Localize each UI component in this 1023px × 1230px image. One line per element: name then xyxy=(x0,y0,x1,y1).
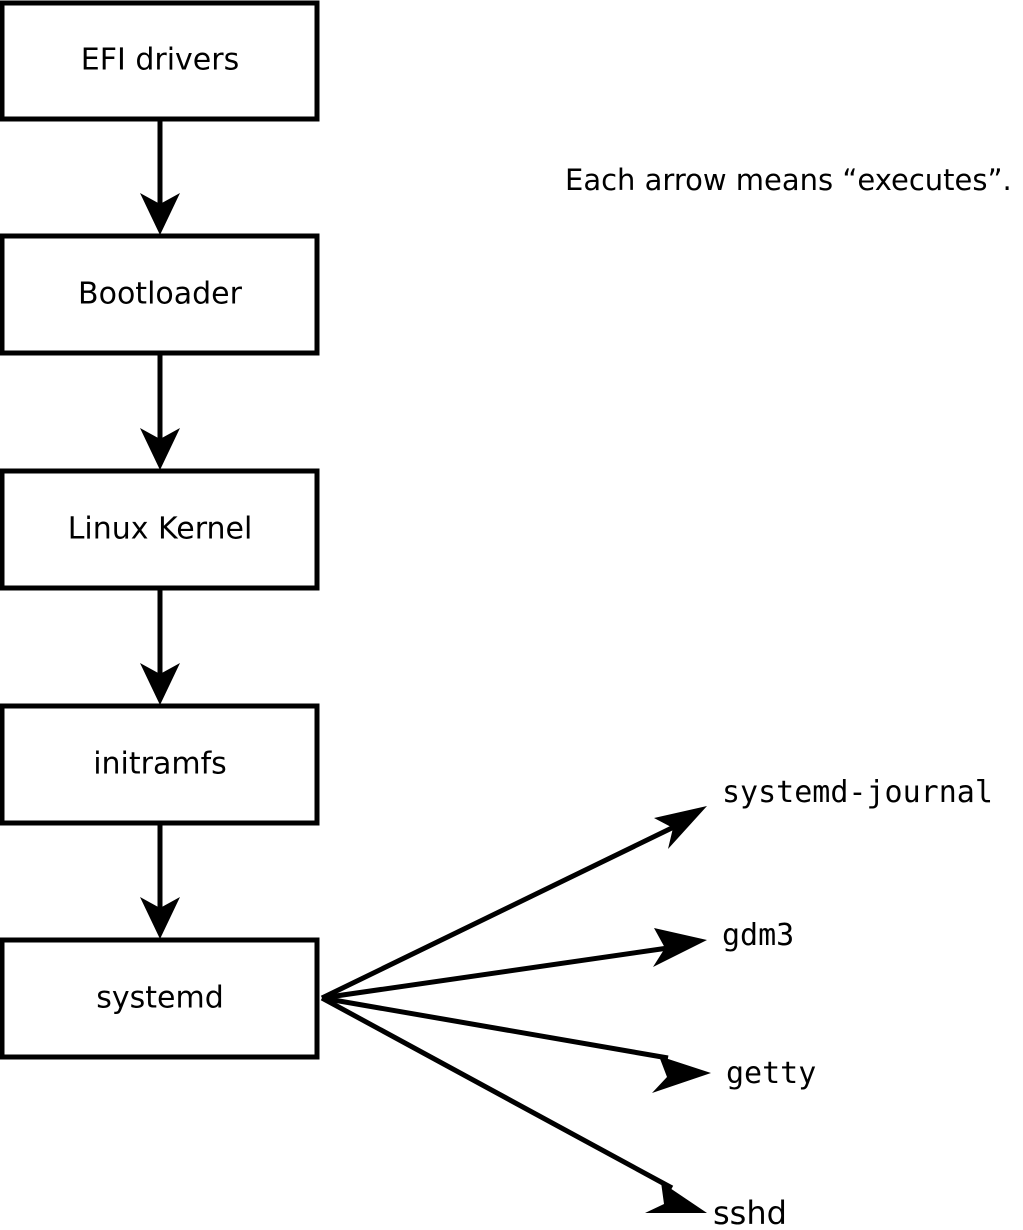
arrow-head-diagonal xyxy=(645,1182,707,1213)
leaf-label-gdm3[interactable]: gdm3 xyxy=(722,918,794,953)
edge-bootloader-to-kernel xyxy=(140,353,180,470)
leaf-nodes: systemd-journal gdm3 getty sshd xyxy=(713,775,993,1230)
edge-shaft xyxy=(321,995,669,1061)
node-systemd[interactable]: systemd xyxy=(0,937,320,1060)
node-box-rect[interactable] xyxy=(0,233,320,356)
annotation-text: Each arrow means “executes”. xyxy=(565,163,1012,197)
node-box-rect[interactable] xyxy=(0,937,320,1060)
arrow-head-down xyxy=(140,193,180,235)
arrow-head-diagonal xyxy=(652,1056,711,1093)
node-label: Bootloader xyxy=(78,277,243,312)
edge-efi-to-bootloader xyxy=(140,119,180,235)
leaf-label-systemd-journal[interactable]: systemd-journal xyxy=(722,775,993,810)
edge-systemd-to-sshd xyxy=(320,995,707,1213)
edge-systemd-to-gdm3 xyxy=(321,928,707,1001)
node-box-rect[interactable] xyxy=(0,703,320,826)
leaf-label-sshd[interactable]: sshd xyxy=(713,1194,787,1230)
edge-shaft xyxy=(320,995,674,1191)
chain-nodes: EFI drivers Bootloader Linux Kernel init… xyxy=(0,0,320,1060)
node-initramfs[interactable]: initramfs xyxy=(0,703,320,826)
node-label: Linux Kernel xyxy=(68,512,253,547)
edge-kernel-to-initramfs xyxy=(140,588,180,705)
node-efi-drivers[interactable]: EFI drivers xyxy=(0,0,320,122)
node-linux-kernel[interactable]: Linux Kernel xyxy=(0,468,320,591)
arrow-head-down xyxy=(140,428,180,470)
node-box-rect[interactable] xyxy=(0,468,320,591)
chain-edges xyxy=(140,119,180,939)
edge-initramfs-to-systemd xyxy=(140,823,180,939)
edge-shaft xyxy=(320,822,680,1001)
arrow-head-diagonal xyxy=(653,928,707,967)
fanout-edges xyxy=(320,806,711,1213)
arrow-head-diagonal xyxy=(654,806,707,849)
arrow-head-down xyxy=(140,897,180,939)
edge-shaft xyxy=(321,945,669,1001)
node-label: EFI drivers xyxy=(81,43,239,78)
node-label: systemd xyxy=(96,981,224,1016)
leaf-label-getty[interactable]: getty xyxy=(726,1056,816,1091)
node-box-rect[interactable] xyxy=(0,0,320,122)
edge-systemd-to-getty xyxy=(321,995,711,1093)
arrow-head-down xyxy=(140,663,180,705)
node-bootloader[interactable]: Bootloader xyxy=(0,233,320,356)
edge-systemd-to-systemd-journal xyxy=(320,806,707,1001)
node-label: initramfs xyxy=(93,747,227,782)
